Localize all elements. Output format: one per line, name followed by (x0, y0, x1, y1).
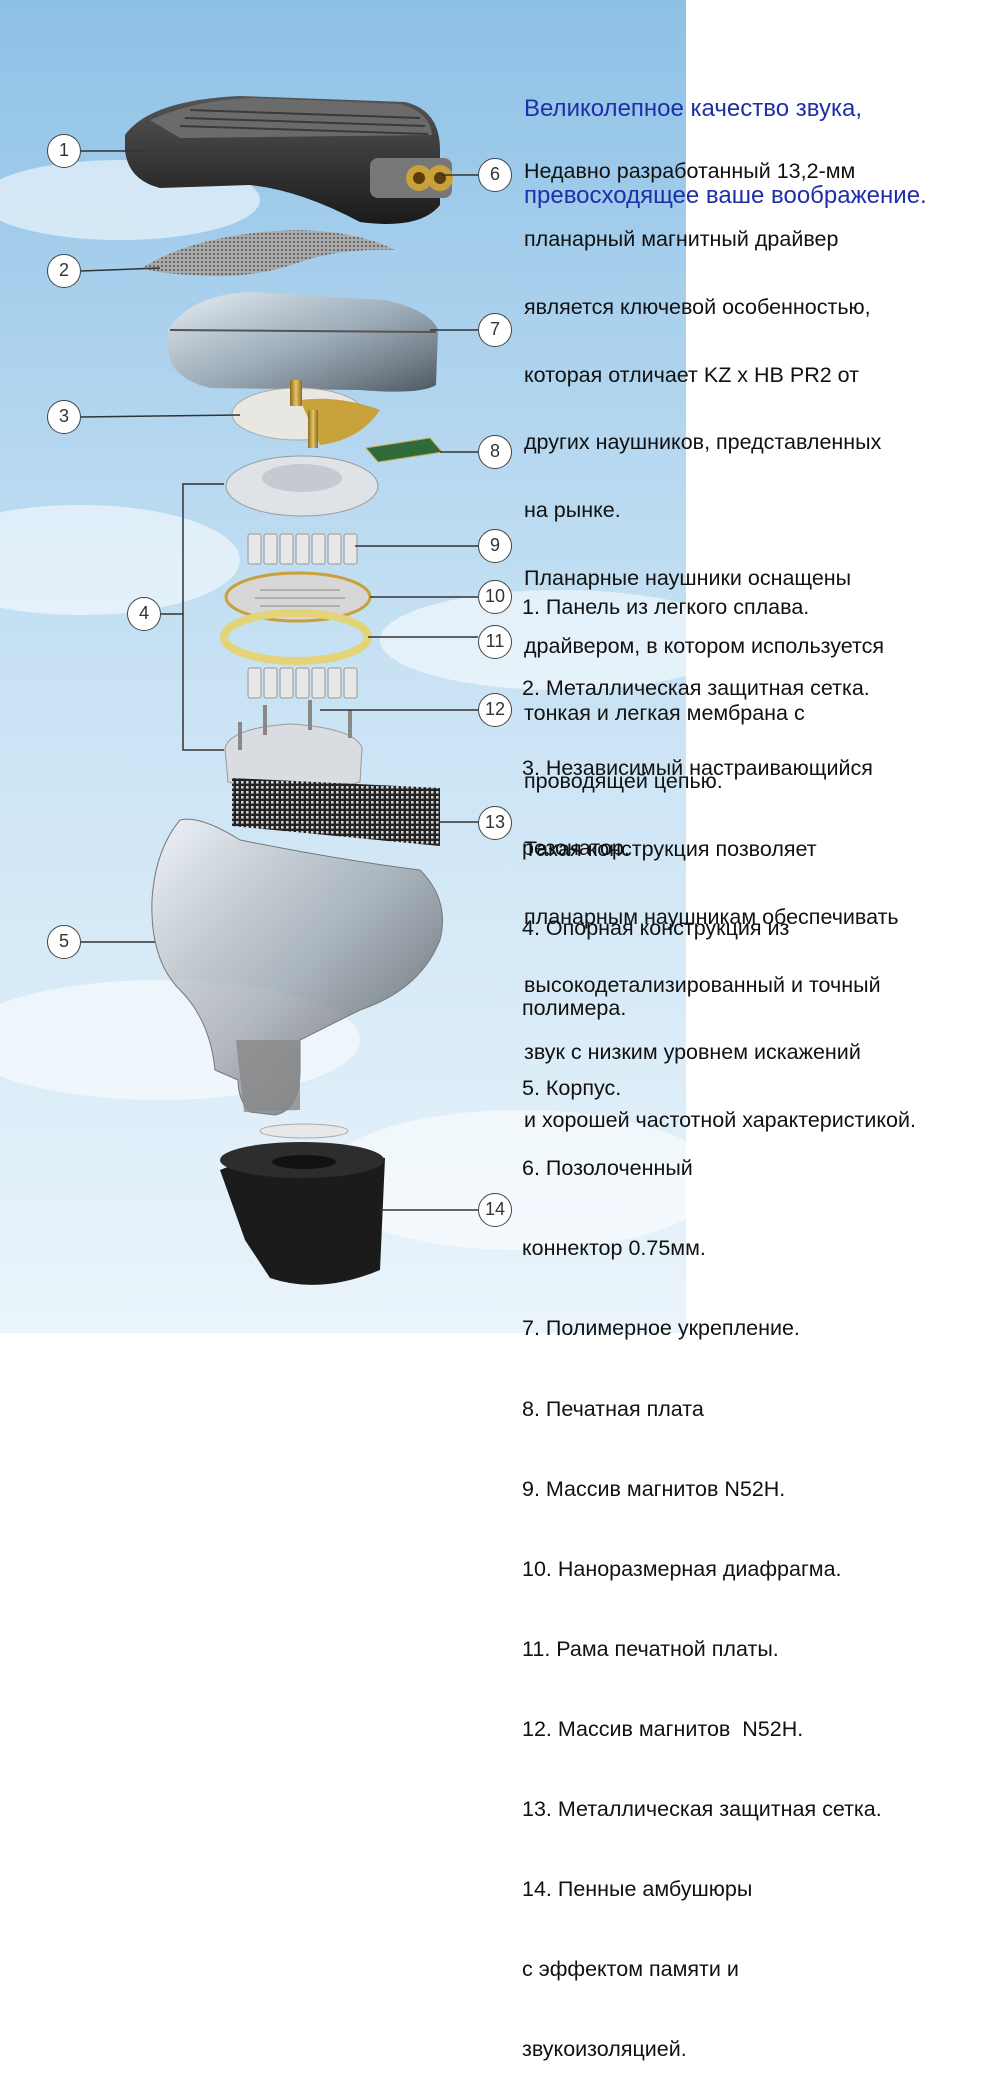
intro-line: тонкая и легкая мембрана с (524, 701, 805, 726)
intro-line: является ключевой особенностью, (524, 294, 871, 319)
callout-3: 3 (47, 400, 81, 434)
part-gold-connector (370, 158, 453, 198)
text-panel-background (686, 0, 1000, 1333)
callout-4: 4 (127, 597, 161, 631)
intro-line: драйвером, в котором используется (524, 633, 885, 658)
callout-14: 14 (478, 1193, 512, 1227)
part-bottom-mesh (232, 778, 440, 846)
leader-lines (80, 150, 478, 1211)
callout-9: 9 (478, 529, 512, 563)
legend-line: 9. Массив магнитов N52H. (522, 1476, 786, 1501)
exploded-view-illustration (0, 0, 686, 1333)
intro-line: и хорошей частотной характеристикой. (524, 1108, 916, 1133)
intro-line: Такая конструкция позволяет (524, 837, 817, 861)
part-top-mesh (142, 230, 395, 277)
intro-line: Недавно разработанный 13,2-мм (524, 159, 856, 184)
callout-7: 7 (478, 313, 512, 347)
legend-line: 5. Корпус. (522, 1076, 622, 1101)
intro-line: планарным наушникам обеспечивать (524, 904, 899, 929)
intro-line: планарный магнитный драйвер (524, 226, 839, 251)
legend-line: 3. Независимый настраивающийся (522, 755, 873, 780)
callout-11: 11 (478, 625, 512, 659)
callout-12: 12 (478, 693, 512, 727)
legend-line: 7. Полимерное укрепление. (522, 1316, 800, 1341)
intro-line: звук с низким уровнем искажений (524, 1040, 861, 1065)
legend-line: с эффектом памяти и (522, 1957, 739, 1982)
callout-5: 5 (47, 925, 81, 959)
callout-6: 6 (478, 158, 512, 192)
part-support-bottom (224, 700, 363, 792)
legend-line: 8. Печатная плата (522, 1396, 704, 1421)
part-foam-ring (259, 1123, 349, 1139)
part-polymer-reinforcement (168, 292, 438, 392)
intro-line: проводящей цепью. (524, 769, 723, 794)
part-magnet-array-upper (247, 533, 358, 565)
intro-text: Недавно разработанный 13,2-мм планарный … (524, 115, 916, 1154)
callout-13: 13 (478, 806, 512, 840)
part-foam-eartip (220, 1142, 385, 1285)
intro-line: высокодетализированный и точный (524, 972, 881, 997)
legend-line: коннектор 0.75мм. (522, 1236, 706, 1261)
parts-legend: 1. Панель из легкого сплава. 2. Металлич… (522, 541, 882, 2090)
legend-line: 10. Наноразмерная диафрагма. (522, 1556, 842, 1581)
legend-line: 11. Рама печатной платы. (522, 1636, 779, 1661)
callout-1: 1 (47, 134, 81, 168)
legend-line: звукоизоляцией. (522, 2037, 687, 2062)
part-faceplate (125, 96, 440, 224)
legend-line: 4. Опорная конструкция из (522, 915, 790, 940)
legend-line: 2. Металлическая защитная сетка. (522, 675, 870, 700)
part-support-top (225, 455, 379, 517)
legend-line: 12. Массив магнитов N52H. (522, 1716, 804, 1741)
callout-8: 8 (478, 435, 512, 469)
part-shell (151, 818, 443, 1116)
callout-10: 10 (478, 580, 512, 614)
part-resonator (231, 380, 380, 448)
legend-line: полимера. (522, 995, 627, 1020)
legend-line: резонатор. (522, 835, 630, 860)
legend-line: 6. Позолоченный (522, 1156, 693, 1181)
legend-line: 14. Пенные амбушюры (522, 1877, 753, 1902)
part-magnet-array-lower (247, 667, 358, 699)
headline-line: превосходящее ваше воображение. (524, 182, 927, 209)
intro-line: Планарные наушники оснащены (524, 565, 852, 590)
legend-line: 13. Металлическая защитная сетка. (522, 1797, 882, 1822)
intro-line: других наушников, представленных (524, 430, 882, 455)
intro-line: которая отличает KZ x HB PR2 от (524, 362, 860, 387)
headline: Великолепное качество звука, превосходящ… (524, 36, 927, 239)
intro-line: на рынке. (524, 498, 621, 523)
callout-2: 2 (47, 254, 81, 288)
headline-line: Великолепное качество звука, (524, 95, 862, 122)
legend-line: 1. Панель из легкого сплава. (522, 595, 810, 620)
